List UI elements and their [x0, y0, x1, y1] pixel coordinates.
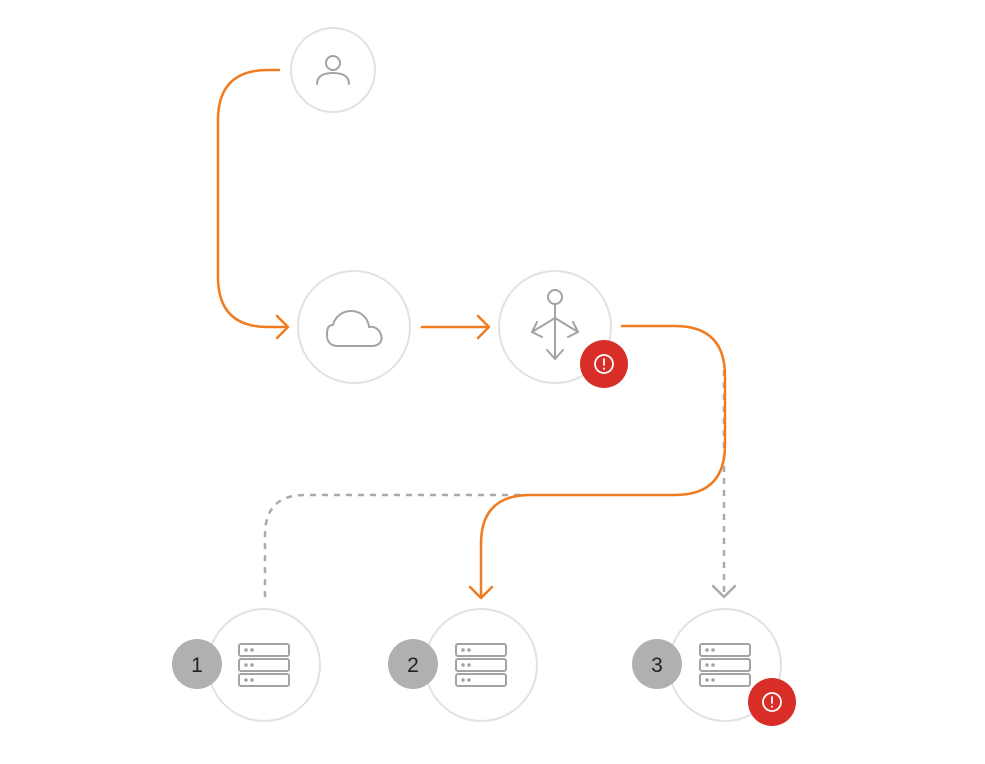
server-icon [699, 643, 751, 687]
flow-lb-to-server-2-arrowhead [468, 585, 494, 600]
load-balancer-icon [531, 289, 579, 360]
cloud-icon [326, 310, 383, 347]
server-node-2[interactable]: 2 [388, 608, 538, 722]
server-node-3[interactable]: 3 [632, 608, 796, 726]
alert-badge-server-3 [748, 678, 796, 726]
server-number-3: 3 [651, 654, 663, 677]
alert-badge-load-balancer [580, 340, 628, 388]
connectors [216, 68, 737, 600]
flow-user-to-cloud [216, 68, 287, 329]
cloud-node[interactable] [297, 270, 411, 384]
flow-cloud-to-lb-arrowhead [476, 314, 491, 340]
flow-lb-to-server-3-arrowhead [711, 584, 737, 599]
flow-user-to-cloud-arrowhead [275, 314, 290, 340]
flow-lb-to-server-1 [263, 493, 520, 600]
server-number-badge-2: 2 [388, 639, 438, 689]
server-icon [238, 643, 290, 687]
server-node-1[interactable]: 1 [172, 608, 321, 722]
server-number-1: 1 [191, 654, 203, 677]
server-number-2: 2 [407, 654, 419, 677]
server-icon [455, 643, 507, 687]
server-number-badge-3: 3 [632, 639, 682, 689]
server-number-badge-1: 1 [172, 639, 222, 689]
user-node[interactable] [290, 27, 376, 113]
load-balancer-node[interactable] [498, 270, 628, 388]
flow-lb-to-server-2 [479, 324, 727, 598]
user-icon [316, 55, 350, 85]
